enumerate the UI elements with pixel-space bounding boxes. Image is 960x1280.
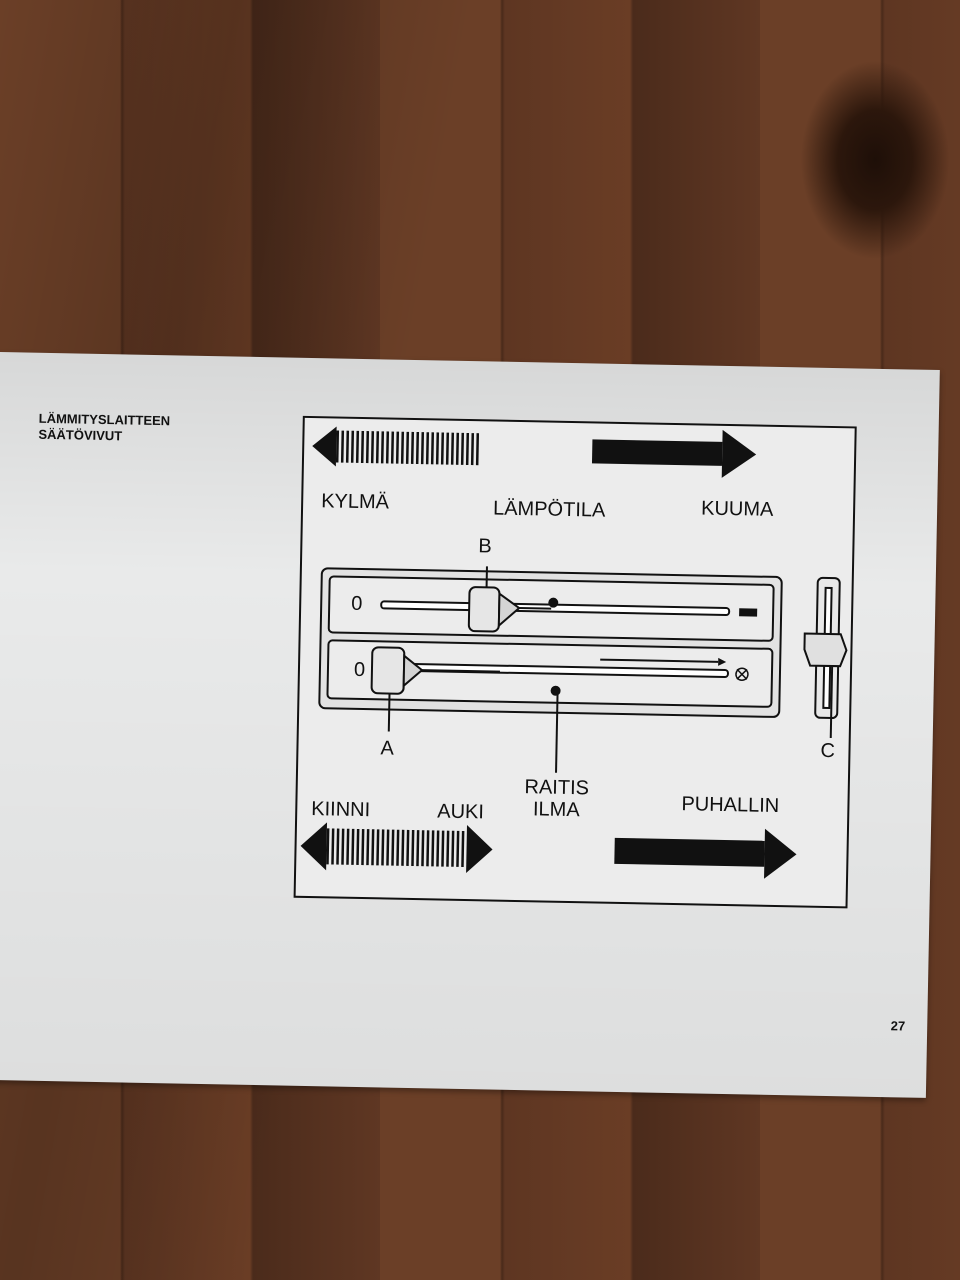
lever-b-label: B xyxy=(478,535,492,558)
zero-top-label: 0 xyxy=(351,592,363,616)
fresh-air-line-1: RAITIS xyxy=(524,776,590,800)
arrow-left-icon xyxy=(312,426,480,467)
lever-c-label: C xyxy=(820,739,836,763)
hot-label: KUUMA xyxy=(700,497,774,521)
fan-icon xyxy=(735,667,749,682)
fresh-air-line-2: ILMA xyxy=(532,798,580,822)
lever-b-knob xyxy=(467,566,559,633)
lever-a-label: A xyxy=(380,737,395,760)
fan-arrow-icon xyxy=(614,828,797,879)
lever-a-knob xyxy=(370,646,561,773)
closed-label: KIINNI xyxy=(311,798,371,822)
wood-knot xyxy=(800,60,950,260)
heater-controls-figure: KYLMÄ LÄMPÖTILA KUUMA B 0 0 A C KIINNI A… xyxy=(293,415,857,909)
fresh-air-label: RAITIS ILMA xyxy=(511,776,602,822)
temperature-label: LÄMPÖTILA xyxy=(492,497,606,522)
lever-c-knob xyxy=(803,576,848,739)
arrow-right-icon xyxy=(591,429,757,478)
open-label: AUKI xyxy=(437,800,485,824)
double-arrow-icon xyxy=(300,822,493,874)
zero-bottom-label: 0 xyxy=(353,658,366,682)
heading-line-2: SÄÄTÖVIVUT xyxy=(38,426,123,444)
fan-label: PUHALLIN xyxy=(681,793,780,818)
section-heading: LÄMMITYSLAITTEEN SÄÄTÖVIVUT xyxy=(38,411,170,446)
page-number: 27 xyxy=(890,1018,906,1034)
cold-label: KYLMÄ xyxy=(320,490,390,514)
figure-drawing xyxy=(300,426,848,879)
manual-page: LÄMMITYSLAITTEEN SÄÄTÖVIVUT xyxy=(0,352,940,1098)
